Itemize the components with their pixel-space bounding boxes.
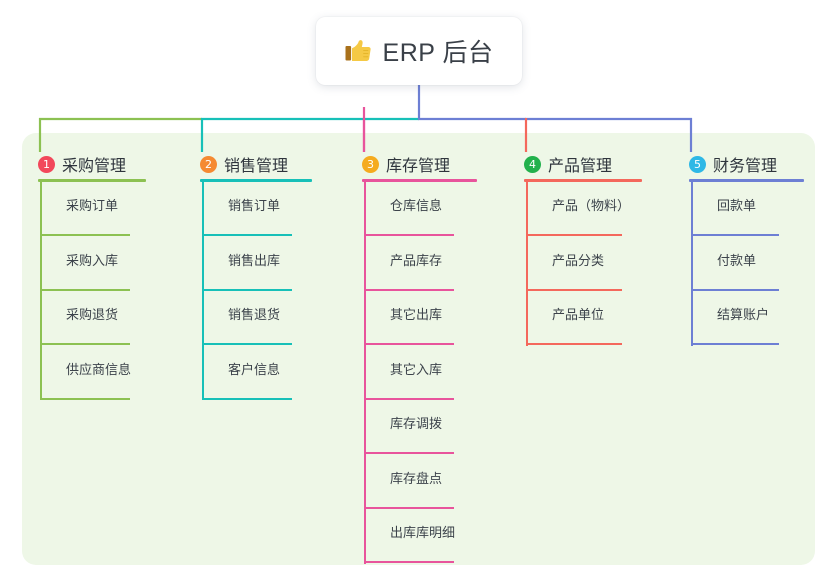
column-index-badge: 4: [524, 155, 541, 173]
thumbs-up-icon: [345, 39, 372, 64]
leaf-node[interactable]: 销售订单: [202, 182, 292, 236]
leaf-node-label: 采购订单: [66, 198, 119, 213]
leaf-node[interactable]: 付款单: [691, 237, 779, 291]
leaf-node-underline: [364, 561, 454, 563]
leaf-node-underline: [40, 234, 130, 236]
leaf-node[interactable]: 销售退货: [202, 291, 292, 345]
leaf-node-label: 其它出库: [390, 307, 443, 322]
leaf-node[interactable]: 销售出库: [202, 237, 292, 291]
leaf-node-label: 客户信息: [228, 361, 281, 377]
diagram-panel: [22, 133, 815, 565]
column-header[interactable]: 4 产品管理: [524, 146, 642, 182]
leaf-node[interactable]: 其它出库: [364, 291, 454, 345]
column-header-underline: [362, 179, 477, 182]
leaf-node[interactable]: 库存调拨: [364, 400, 454, 454]
leaf-node-underline: [526, 343, 622, 345]
leaf-node-label: 供应商信息: [66, 361, 132, 377]
column-title: 销售管理: [224, 158, 289, 175]
leaf-node-label: 产品（物料）: [552, 198, 631, 213]
leaf-node[interactable]: 产品库存: [364, 237, 454, 291]
leaf-node-underline: [202, 397, 292, 400]
leaf-node[interactable]: 采购订单: [40, 182, 130, 236]
column-采购管理: 1 采购管理: [38, 146, 146, 182]
column-header[interactable]: 2 销售管理: [200, 146, 312, 182]
leaf-node-underline: [691, 234, 779, 236]
root-node[interactable]: ERP 后台: [316, 17, 522, 85]
leaf-node-label: 付款单: [717, 252, 757, 268]
leaf-node-label: 出库库明细: [390, 525, 456, 540]
column-header[interactable]: 1 采购管理: [38, 146, 146, 182]
leaf-node-underline: [364, 234, 454, 236]
leaf-node-label: 产品库存: [390, 252, 443, 268]
column-spine: [202, 182, 204, 400]
leaf-node-underline: [202, 343, 292, 345]
column-title: 财务管理: [713, 158, 778, 175]
leaf-node-underline: [40, 397, 130, 400]
column-index-badge: 1: [38, 155, 55, 173]
leaf-node-label: 结算账户: [717, 307, 770, 322]
leaf-node-label: 回款单: [717, 198, 757, 213]
column-index-badge: 3: [362, 155, 379, 173]
column-spine: [40, 182, 42, 400]
column-title: 库存管理: [386, 158, 451, 175]
column-index-badge: 5: [689, 155, 706, 173]
column-header-underline: [524, 179, 642, 182]
leaf-node-underline: [526, 234, 622, 236]
leaf-node-underline: [40, 343, 130, 345]
column-spine: [526, 182, 528, 346]
leaf-node[interactable]: 供应商信息: [40, 346, 132, 400]
leaf-node-label: 其它入库: [390, 361, 443, 377]
leaf-node-underline: [364, 452, 454, 454]
leaf-node-label: 库存调拨: [390, 416, 443, 431]
leaf-node-underline: [40, 288, 130, 291]
column-spine: [364, 182, 366, 564]
column-spine: [691, 182, 693, 346]
leaf-node-underline: [364, 288, 454, 291]
leaf-node-label: 产品分类: [552, 252, 605, 268]
leaf-node[interactable]: 库存盘点: [364, 455, 454, 509]
leaf-node-label: 产品单位: [552, 307, 605, 322]
column-header-underline: [38, 179, 146, 182]
root-node-content: ERP 后台: [345, 33, 494, 69]
leaf-node-underline: [526, 288, 622, 291]
leaf-node[interactable]: 采购退货: [40, 291, 130, 345]
root-node-title: ERP 后台: [382, 39, 494, 67]
column-index-badge: 2: [200, 155, 217, 173]
leaf-node[interactable]: 其它入库: [364, 346, 454, 400]
column-title: 采购管理: [62, 158, 127, 175]
leaf-node[interactable]: 产品单位: [526, 291, 622, 345]
leaf-node-label: 销售出库: [228, 252, 281, 268]
leaf-node[interactable]: 产品分类: [526, 237, 622, 291]
leaf-node-underline: [202, 288, 292, 291]
leaf-node-label: 销售退货: [228, 307, 281, 322]
leaf-node[interactable]: 回款单: [691, 182, 779, 236]
leaf-node-label: 采购退货: [66, 307, 119, 322]
leaf-node-underline: [691, 288, 779, 291]
column-财务管理: 5 财务管理: [689, 146, 804, 182]
leaf-node-underline: [364, 506, 454, 509]
leaf-node-underline: [202, 234, 292, 236]
leaf-node[interactable]: 结算账户: [691, 291, 779, 345]
leaf-node[interactable]: 客户信息: [202, 346, 292, 400]
column-库存管理: 3 库存管理: [362, 146, 477, 182]
leaf-node-label: 仓库信息: [390, 198, 443, 213]
leaf-node[interactable]: 采购入库: [40, 237, 130, 291]
column-header-underline: [200, 179, 312, 182]
column-title: 产品管理: [548, 158, 613, 175]
leaf-node-underline: [364, 343, 454, 345]
column-header[interactable]: 3 库存管理: [362, 146, 477, 182]
leaf-node-label: 销售订单: [228, 198, 281, 213]
column-产品管理: 4 产品管理: [524, 146, 642, 182]
column-销售管理: 2 销售管理: [200, 146, 312, 182]
leaf-node[interactable]: 产品（物料）: [526, 182, 630, 236]
leaf-node[interactable]: 出库库明细: [364, 509, 456, 563]
leaf-node-underline: [364, 397, 454, 400]
column-header[interactable]: 5 财务管理: [689, 146, 804, 182]
leaf-node-label: 采购入库: [66, 252, 119, 268]
column-header-underline: [689, 179, 804, 182]
leaf-node[interactable]: 仓库信息: [364, 182, 454, 236]
leaf-node-underline: [691, 343, 779, 345]
leaf-node-label: 库存盘点: [390, 470, 443, 486]
